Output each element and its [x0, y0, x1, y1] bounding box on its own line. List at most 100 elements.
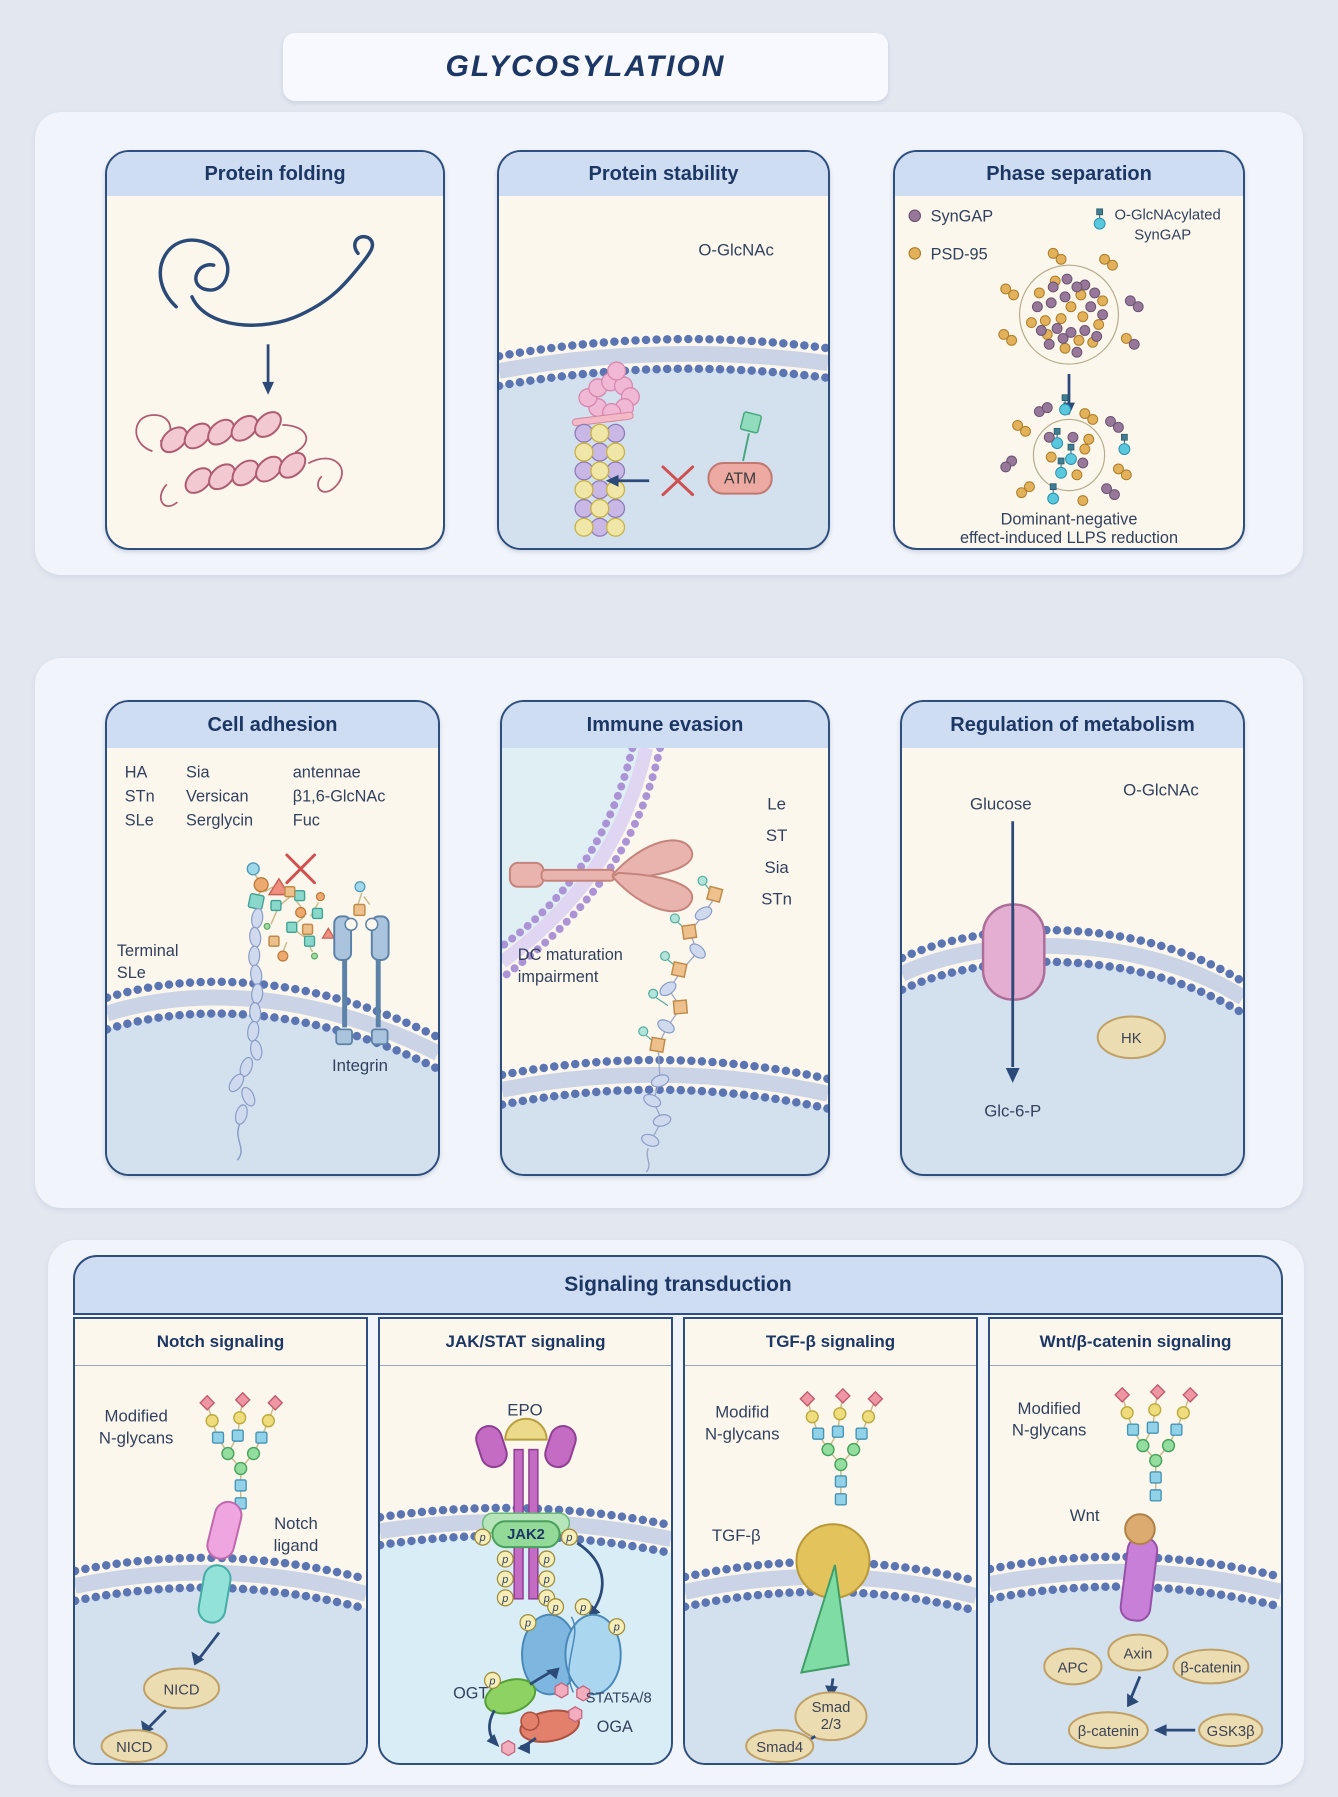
subpanel-title: Notch signaling: [156, 1332, 285, 1351]
term: ST: [766, 826, 787, 845]
cell-interior: [685, 1591, 976, 1763]
nicd-node-lower: [100, 1729, 168, 1763]
cleavage-arrow-icon: [191, 1631, 221, 1666]
subpanel-wnt-header: Wnt/β-catenin signaling: [990, 1319, 1281, 1366]
nicd-lower-label: NICD: [116, 1740, 152, 1756]
page-title: GLYCOSYLATION: [283, 33, 888, 101]
term: antennae: [293, 764, 361, 782]
oglcnac-syngap-dot-icon: [1093, 208, 1106, 230]
wnt-ligand-icon: [1124, 1513, 1156, 1546]
term: STn: [761, 890, 792, 909]
cell-interior: [902, 961, 1243, 1174]
ogt-enzyme: [483, 1671, 537, 1715]
dc-impairment-label-2: impairment: [518, 968, 599, 986]
tumor-cell-interior: [502, 1089, 828, 1174]
gsk3b-node: [1198, 1713, 1264, 1748]
apc-label: APC: [1058, 1660, 1089, 1676]
nicd-upper-label: NICD: [163, 1682, 199, 1698]
glycan-tree-icon: [1114, 1384, 1198, 1502]
o-glcnac-label: O-GlcNAc: [1123, 781, 1199, 800]
subpanel-notch-header: Notch signaling: [75, 1319, 366, 1366]
bcatenin-bottom-node: [1067, 1711, 1149, 1750]
terminal-sle-label-1: Terminal: [117, 942, 179, 960]
page-title-text: GLYCOSYLATION: [445, 50, 726, 83]
epo-label: EPO: [507, 1401, 542, 1420]
legend-oglc-1: O-GlcNAcylated: [1114, 208, 1220, 224]
glc6p-label: Glc-6-P: [984, 1102, 1041, 1121]
glucose-flux-arrow-icon: [1005, 821, 1020, 1083]
wnt-receptor: [1119, 1513, 1159, 1622]
legend-syngap: SynGAP: [931, 208, 994, 226]
panel-title: Cell adhesion: [207, 713, 338, 736]
integrin-label: Integrin: [332, 1056, 388, 1075]
panel-title: Protein folding: [204, 162, 346, 185]
panel-title: Regulation of metabolism: [950, 713, 1195, 736]
legend-psd95: PSD-95: [931, 245, 988, 263]
panel-phase-separation: Phase separation SynGAP PSD-95 O-GlcNAcy…: [893, 150, 1245, 550]
tgfb-label: TGF-β: [712, 1526, 761, 1545]
caption-line2: effect-induced LLPS reduction: [960, 529, 1178, 547]
jak2-label: JAK2: [507, 1527, 545, 1543]
modified-nglycans-2: N-glycans: [1012, 1421, 1087, 1440]
atm-box: ATM: [707, 411, 773, 495]
panel-title: Protein stability: [588, 162, 739, 185]
terminal-sle-label-2: SLe: [117, 964, 146, 982]
modified-nglycans-1: Modified: [1018, 1399, 1081, 1418]
subpanel-tgf: TGF-β signaling Modifid N-glycans TGF-β: [683, 1317, 978, 1765]
notch-receptor-capsule: [197, 1564, 232, 1624]
mucin-glycan-chain: [638, 875, 724, 1173]
unfolded-protein: [158, 234, 375, 327]
hk-label: HK: [1121, 1031, 1142, 1047]
term-list: Le ST Sia STn: [761, 794, 792, 908]
term: STn: [125, 787, 155, 805]
stat-dimer: [519, 1598, 626, 1702]
subpanel-jak-stat-header: JAK/STAT signaling: [380, 1319, 671, 1366]
oga-label: OGA: [597, 1718, 633, 1736]
dc-impairment-label-1: DC maturation: [518, 946, 623, 964]
terminal-sle-glycan: [246, 862, 291, 911]
glycan-tree-icon: [199, 1392, 283, 1510]
subpanel-jak-stat: JAK/STAT signaling EPO: [378, 1317, 673, 1765]
signaling-title: Signaling transduction: [564, 1273, 792, 1296]
caption-line1: Dominant-negative: [1001, 510, 1138, 528]
legend-oglc-2: SynGAP: [1134, 228, 1191, 244]
integrin: [333, 881, 390, 1046]
notch-ligand-capsule: [206, 1500, 243, 1560]
epo-ligand-icon: [504, 1417, 548, 1441]
ogt-arrow-icon: [529, 1667, 560, 1686]
term: Le: [767, 794, 786, 813]
panel-phase-separation-header: Phase separation: [895, 152, 1243, 196]
condensate-cluster: [998, 247, 1144, 365]
subpanel-title: TGF-β signaling: [765, 1332, 896, 1351]
dc-receptor: [508, 839, 694, 913]
folded-protein: [135, 411, 343, 507]
glucose-label: Glucose: [970, 794, 1032, 813]
oga-enzyme: [519, 1706, 583, 1743]
term: Sia: [186, 764, 210, 782]
term: Serglycin: [186, 811, 253, 829]
modified-nglycans-2: N-glycans: [99, 1429, 174, 1448]
subpanel-title: Wnt/β-catenin signaling: [1039, 1332, 1232, 1351]
panel-protein-stability: Protein stability O-GlcNAc: [497, 150, 830, 550]
smad23-label-2: 2/3: [821, 1717, 842, 1733]
nicd-node-upper: [143, 1667, 221, 1710]
bcatenin-top-node: [1172, 1648, 1250, 1685]
panel-metabolism-header: Regulation of metabolism: [902, 702, 1243, 748]
stat-label: STAT5A/8: [586, 1690, 652, 1706]
axin-label: Axin: [1124, 1646, 1153, 1662]
receptor-wedge: [799, 1564, 850, 1674]
panel-protein-folding-header: Protein folding: [107, 152, 443, 196]
panel-protein-folding: Protein folding: [105, 150, 445, 550]
panel-protein-stability-header: Protein stability: [499, 152, 828, 196]
apc-node: [1043, 1647, 1103, 1686]
label-o-glcnac: O-GlcNAc: [698, 240, 774, 259]
subpanel-wnt: Wnt/β-catenin signaling Modified N-glyca…: [988, 1317, 1283, 1765]
subpanel-notch: Notch signaling Modified N-glycans Notch…: [73, 1317, 368, 1765]
term: Sia: [765, 858, 790, 877]
subpanel-title: JAK/STAT signaling: [445, 1332, 606, 1351]
ogt-label: OGT: [453, 1684, 488, 1702]
panel-cell-adhesion: Cell adhesion HA STn SLe Sia Versican Se…: [105, 700, 440, 1176]
tgf-receptor: [795, 1523, 871, 1674]
syngap-dot-icon: [908, 209, 922, 223]
subpanel-tgf-header: TGF-β signaling: [685, 1319, 976, 1366]
